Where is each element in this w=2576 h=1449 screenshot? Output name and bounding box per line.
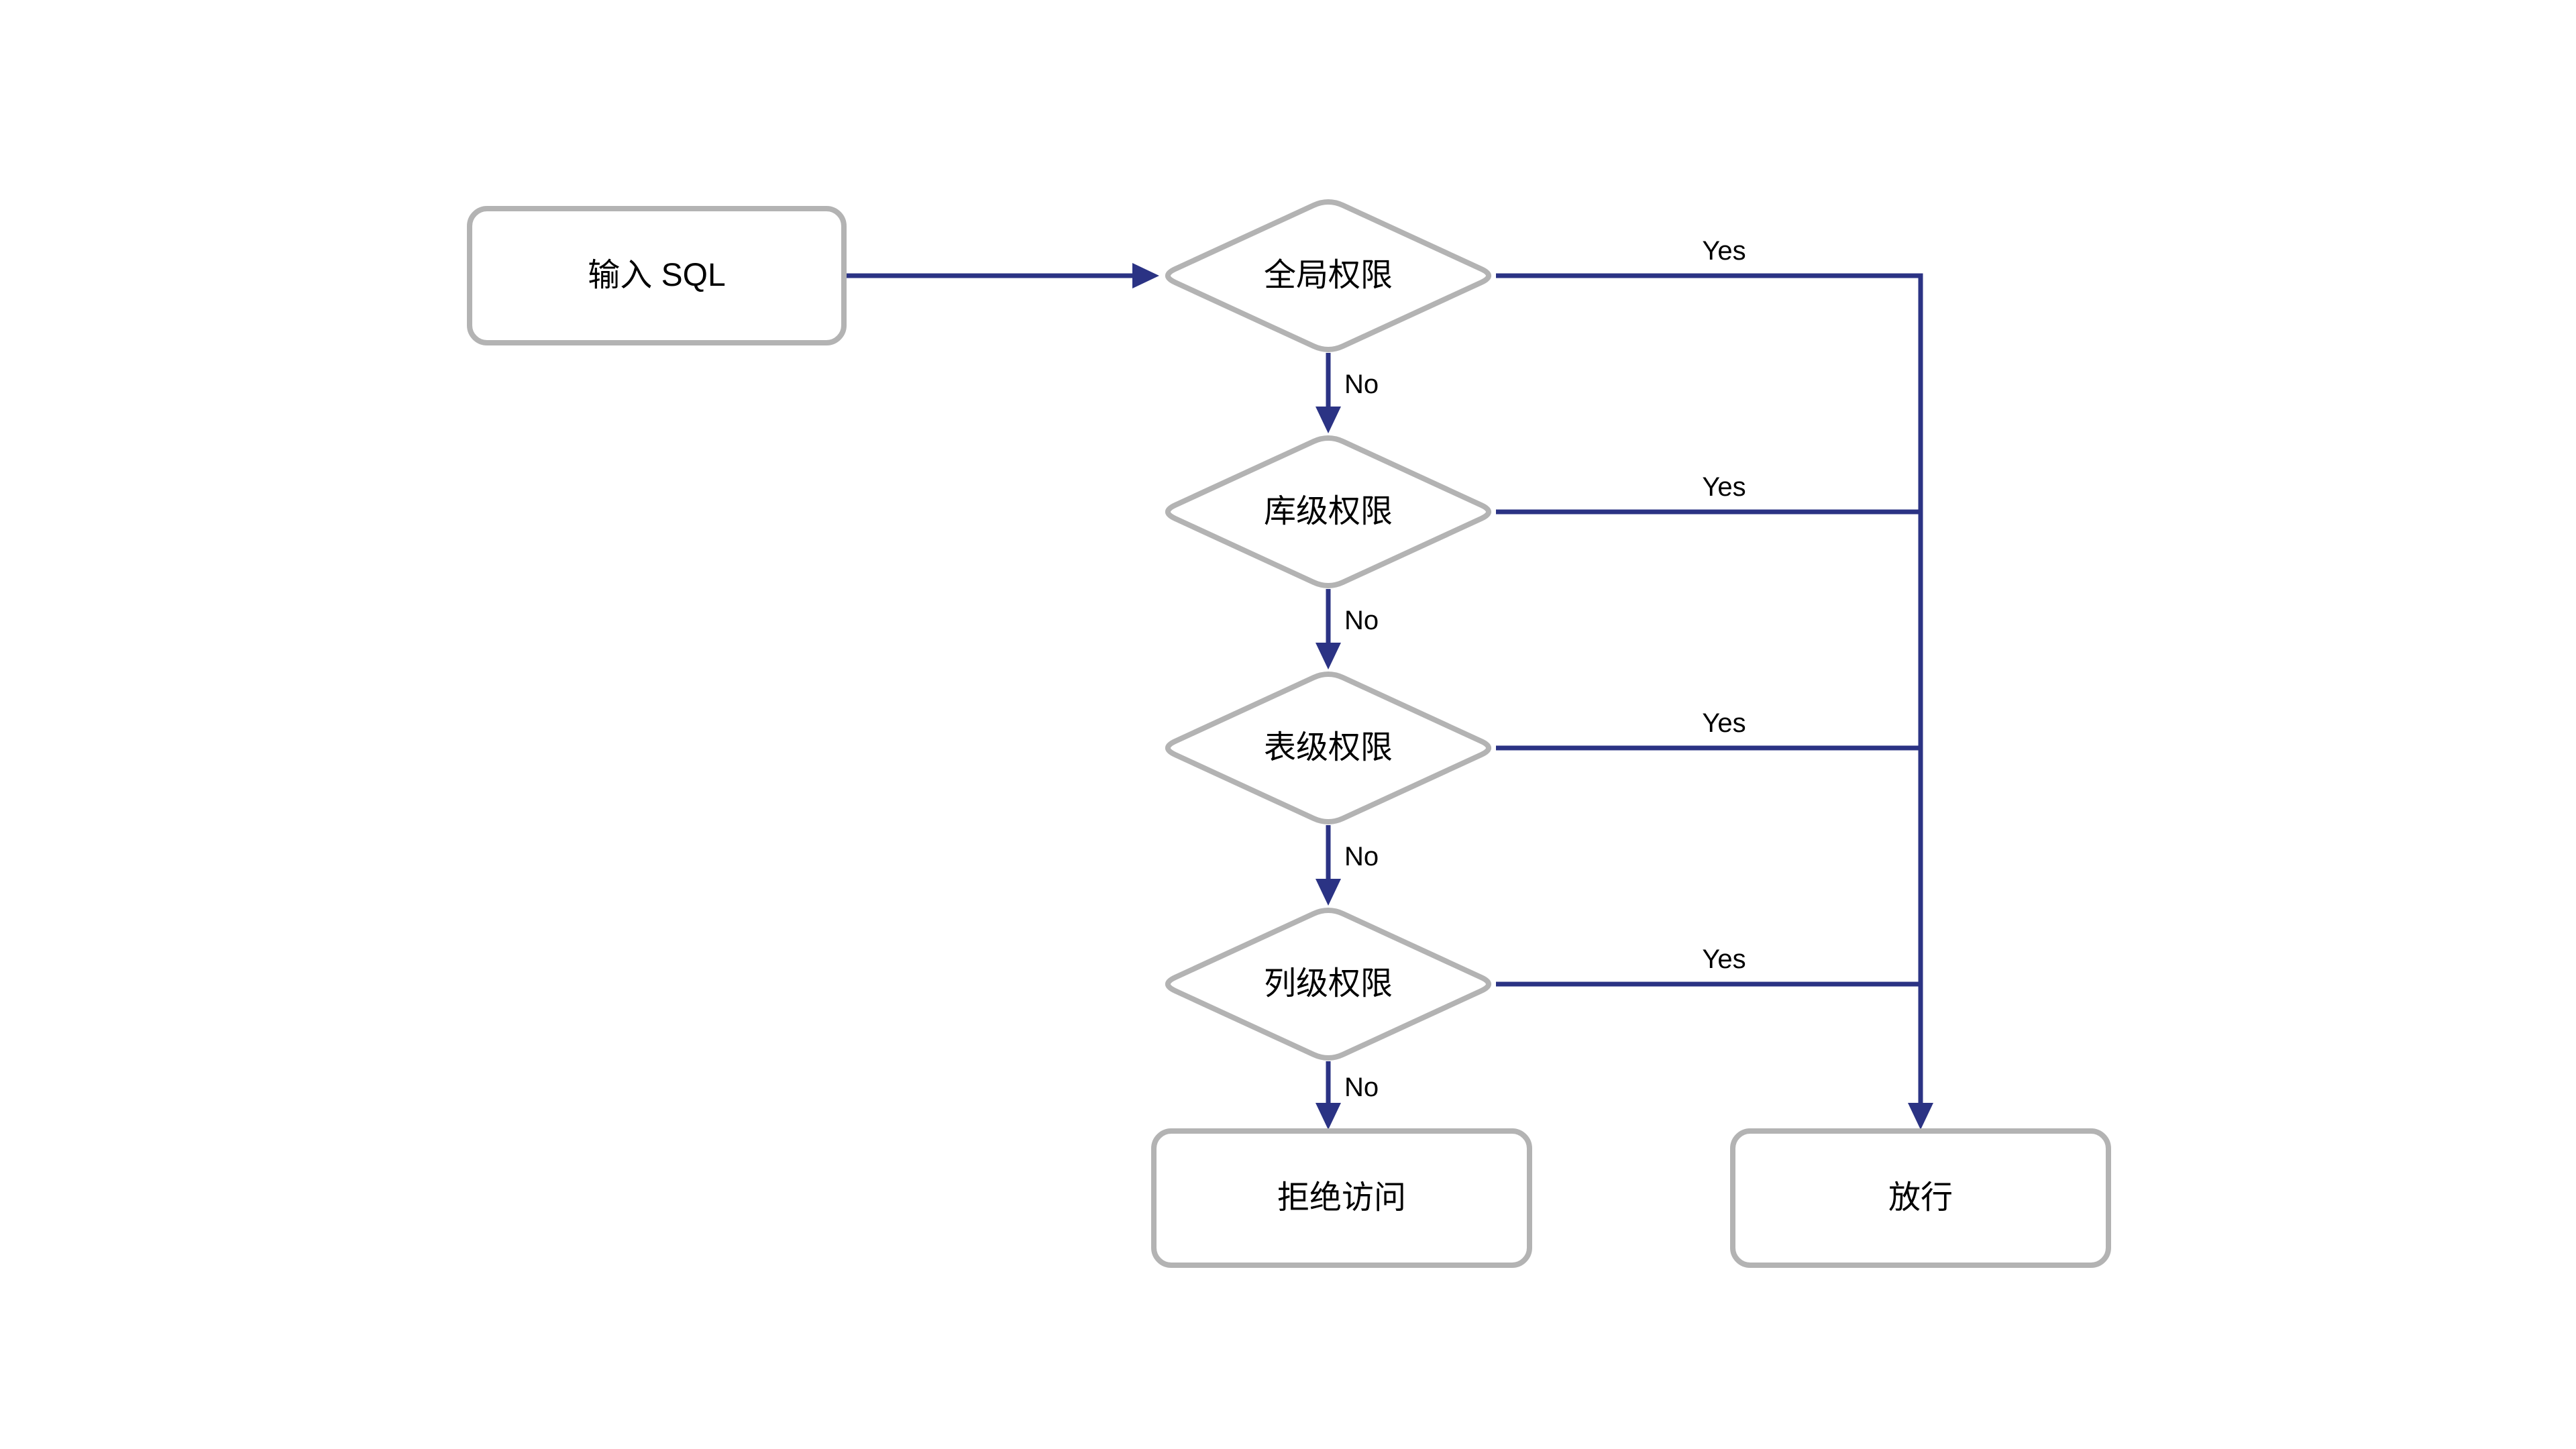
node-label-column-perm: 列级权限 xyxy=(1263,966,1393,1002)
arrowhead-into-allow xyxy=(1908,1103,1933,1130)
edge-label-yes-db: Yes xyxy=(1702,472,1746,502)
node-label-deny: 拒绝访问 xyxy=(1277,1180,1406,1216)
edge-label-yes-global: Yes xyxy=(1702,236,1746,266)
edge-label-no-column: No xyxy=(1344,1073,1379,1102)
edge-label-no-db: No xyxy=(1344,606,1379,635)
edge-label-yes-table: Yes xyxy=(1702,708,1746,738)
arrowhead-into-global xyxy=(1132,263,1159,288)
allow-node-shape xyxy=(1730,1128,2111,1268)
arrowhead-into-column xyxy=(1316,879,1341,906)
arrowhead-into-table xyxy=(1316,643,1341,669)
node-label-table-perm: 表级权限 xyxy=(1263,730,1393,766)
node-label-input-sql: 输入 SQL xyxy=(588,258,726,294)
arrowhead-into-db xyxy=(1316,407,1341,433)
node-label-allow: 放行 xyxy=(1888,1180,1953,1216)
edge-label-yes-column: Yes xyxy=(1702,945,1746,974)
edge-label-no-table: No xyxy=(1344,842,1379,871)
deny-node-shape xyxy=(1151,1128,1532,1268)
node-label-global-perm: 全局权限 xyxy=(1263,258,1393,294)
start-node-shape xyxy=(467,206,847,345)
node-label-db-perm: 库级权限 xyxy=(1263,494,1393,530)
arrowhead-into-deny xyxy=(1316,1103,1341,1130)
edge-global-yes-merge-line xyxy=(1496,273,1923,1107)
edge-label-no-global: No xyxy=(1344,370,1379,399)
